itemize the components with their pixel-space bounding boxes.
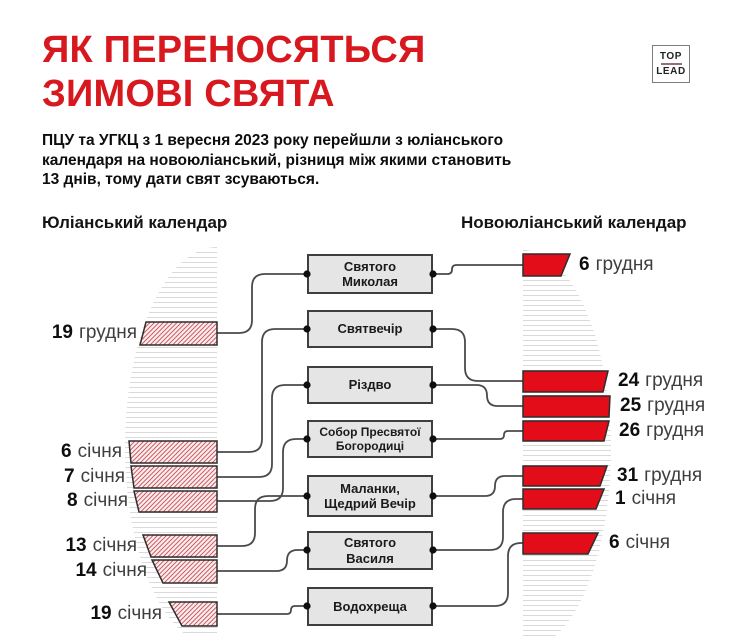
- connector-line: [433, 498, 523, 551]
- connector-line: [217, 605, 307, 615]
- connector-line: [217, 328, 307, 453]
- connector-line: [433, 384, 523, 407]
- holiday-box: Різдво: [307, 366, 433, 404]
- intro-text: ПЦУ та УГКЦ з 1 вересня 2023 року перейш…: [42, 132, 512, 189]
- right-globe-stripes: [523, 250, 611, 636]
- toplead-logo: TOP LEAD: [652, 45, 690, 83]
- page-title: ЯК ПЕРЕНОСЯТЬСЯ ЗИМОВІ СВЯТА: [42, 29, 426, 116]
- connector-line: [433, 430, 523, 440]
- logo-divider: [660, 63, 682, 65]
- logo-bottom-text: LEAD: [656, 65, 686, 77]
- connector-line: [433, 542, 523, 607]
- connector-line: [217, 438, 307, 502]
- new-julian-column-header: Новоюліанський календар: [461, 213, 687, 232]
- holiday-box: Собор Пресвятої Богородиці: [307, 420, 433, 458]
- holiday-box: Маланки, Щедрий Вечір: [307, 475, 433, 517]
- connector-line: [217, 273, 307, 334]
- holiday-box: Святого Миколая: [307, 254, 433, 294]
- connector-line: [217, 495, 307, 547]
- holiday-box: Святвечір: [307, 310, 433, 348]
- connector-line: [433, 475, 523, 497]
- julian-column-header: Юліанський календар: [42, 213, 228, 232]
- logo-top-text: TOP: [659, 50, 683, 62]
- connector-line: [217, 549, 307, 572]
- connector-line: [433, 328, 523, 382]
- holiday-box: Святого Василя: [307, 531, 433, 570]
- connector-line: [217, 384, 307, 478]
- connector-line: [433, 264, 523, 275]
- holiday-box: Водохреща: [307, 587, 433, 626]
